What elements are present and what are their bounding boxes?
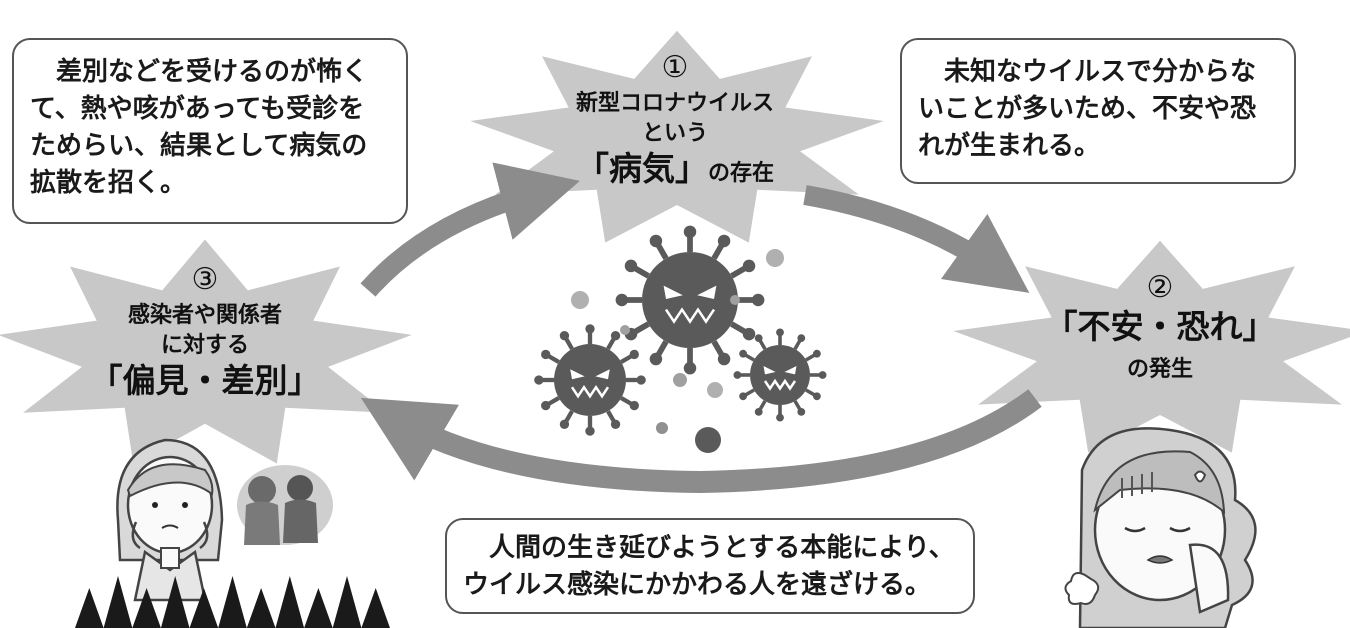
- step3-emphasis: 「偏見・差別」: [89, 361, 321, 400]
- left-virus-icon: [534, 324, 646, 436]
- step2-number: ②: [1146, 270, 1174, 305]
- step1-number: ①: [661, 50, 689, 85]
- note-top-left: 差別などを受けるのが怖く て、熱や咳があっても受診を ためらい、結果として病気の…: [12, 38, 408, 224]
- step3-line2: に対する: [160, 333, 249, 358]
- note-top-right: 未知なウイルスで分からな いことが多いため、不安や恐 れが生まれる。: [900, 38, 1296, 184]
- arrow-step3-to-step1: [360, 162, 580, 297]
- step2-suffix: の発生: [1126, 357, 1193, 382]
- step1-emphasis: 「病気」: [575, 149, 708, 188]
- virus-cluster-icon: [534, 225, 827, 453]
- step2-label: ② 「不安・恐れ」 の発生: [1010, 270, 1310, 385]
- step3-number: ③: [191, 262, 219, 297]
- note-top-right-text: 未知なウイルスで分からな いことが多いため、不安や恐 れが生まれる。: [918, 57, 1257, 161]
- step3-label: ③ 感染者や関係者 に対する 「偏見・差別」: [40, 262, 370, 401]
- arrow-step2-to-step3: [360, 389, 1042, 494]
- whispering-people-illustration: [237, 465, 333, 545]
- note-bottom: 人間の生き延びようとする本能により、 ウイルス感染にかかわる人を遠ざける。: [445, 518, 975, 614]
- right-virus-icon: [733, 328, 827, 422]
- anxious-woman-illustration: [1064, 427, 1257, 628]
- arrow-step1-to-step2: [803, 185, 1030, 293]
- step3-line1: 感染者や関係者: [127, 303, 282, 328]
- step2-emphasis: 「不安・恐れ」: [1044, 307, 1276, 346]
- step1-line1: 新型コロナウイルス: [575, 91, 774, 116]
- step1-line2: という: [641, 121, 708, 146]
- step1-label: ① 新型コロナウイルス という 「病気」の存在: [500, 50, 850, 189]
- worried-woman-illustration: [116, 438, 224, 602]
- star-burst-step2: [953, 240, 1350, 453]
- step1-suffix: の存在: [707, 161, 774, 186]
- star-burst-step3: [0, 239, 412, 464]
- note-bottom-text: 人間の生き延びようとする本能により、 ウイルス感染にかかわる人を遠ざける。: [463, 533, 955, 600]
- note-top-left-text: 差別などを受けるのが怖く て、熱や咳があっても受診を ためらい、結果として病気の…: [30, 57, 369, 198]
- shock-burst-decoration: [75, 576, 390, 628]
